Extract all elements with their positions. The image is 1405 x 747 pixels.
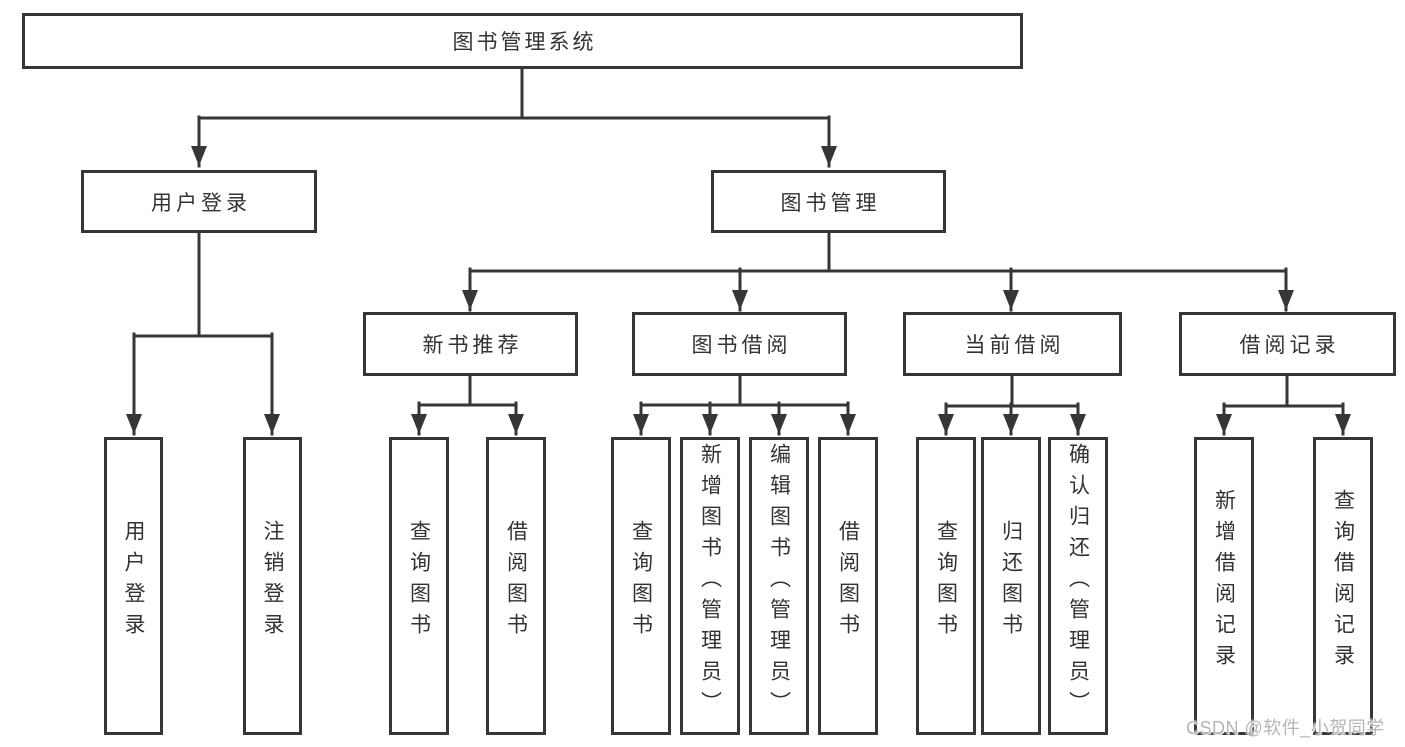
node-leaf-nb-query-books: 查询图书 (389, 437, 449, 735)
node-leaf-logout-label: 注销登录 (261, 520, 284, 644)
node-leaf-cb-return-books: 归还图书 (981, 437, 1041, 735)
node-user-login-label: 用户登录 (151, 191, 251, 215)
connector-borrowing-records-branch (1216, 374, 1351, 436)
node-leaf-user-login-label: 用户登录 (122, 520, 145, 644)
node-new-book-recommend-label: 新书推荐 (422, 334, 523, 357)
node-leaf-cb-query-books-label: 查询图书 (934, 520, 958, 644)
node-current-borrowing-label: 当前借阅 (964, 334, 1065, 357)
node-leaf-cb-return-books-label: 归还图书 (999, 520, 1023, 644)
node-new-book-recommend: 新书推荐 (363, 312, 578, 376)
node-leaf-logout: 注销登录 (243, 437, 302, 735)
node-leaf-cb-confirm-return-admin: 确认归还（管理员） (1048, 437, 1108, 735)
node-leaf-bb-add-books-admin-label: 新增图书（管理员） (698, 442, 722, 722)
node-leaf-cb-confirm-return-admin-label: 确认归还（管理员） (1066, 442, 1090, 722)
node-leaf-user-login: 用户登录 (104, 437, 163, 735)
node-leaf-nb-borrow-books: 借阅图书 (486, 437, 546, 735)
node-leaf-cb-query-books: 查询图书 (916, 437, 976, 735)
node-current-borrowing: 当前借阅 (903, 312, 1122, 376)
node-leaf-bb-borrow-books-label: 借阅图书 (836, 520, 860, 644)
node-leaf-br-query-record: 查询借阅记录 (1313, 437, 1373, 735)
node-leaf-bb-query-books-label: 查询图书 (629, 520, 653, 644)
node-library-management-system: 图书管理系统 (22, 13, 1023, 69)
node-book-borrowing-label: 图书借阅 (691, 334, 792, 357)
node-leaf-bb-borrow-books: 借阅图书 (818, 437, 878, 735)
node-user-login: 用户登录 (81, 170, 317, 233)
node-borrowing-records-label: 借阅记录 (1239, 334, 1340, 357)
node-borrowing-records: 借阅记录 (1179, 312, 1396, 376)
csdn-watermark: CSDN @软件_小贺同学 (1186, 718, 1385, 738)
node-library-management-system-label: 图书管理系统 (452, 31, 597, 54)
node-leaf-nb-query-books-label: 查询图书 (407, 520, 431, 644)
connector-current-borrowing-branch (938, 374, 1086, 436)
connector-new-book-branch (411, 374, 524, 436)
connector-root-branch (191, 67, 837, 168)
node-leaf-bb-edit-books-admin-label: 编辑图书（管理员） (767, 442, 791, 722)
node-leaf-br-query-record-label: 查询借阅记录 (1331, 489, 1355, 675)
node-leaf-br-add-record: 新增借阅记录 (1194, 437, 1254, 735)
node-book-borrowing: 图书借阅 (632, 312, 847, 376)
connector-book-borrowing-branch (633, 374, 856, 436)
node-leaf-nb-borrow-books-label: 借阅图书 (504, 520, 528, 644)
connector-user-login-branch (126, 231, 280, 436)
connector-book-management-branch (462, 231, 1294, 312)
node-leaf-bb-edit-books-admin: 编辑图书（管理员） (749, 437, 809, 735)
node-book-management-label: 图书管理 (780, 191, 881, 215)
node-leaf-bb-add-books-admin: 新增图书（管理员） (680, 437, 740, 735)
node-book-management: 图书管理 (711, 170, 946, 233)
node-leaf-br-add-record-label: 新增借阅记录 (1212, 489, 1236, 675)
node-leaf-bb-query-books: 查询图书 (611, 437, 671, 735)
